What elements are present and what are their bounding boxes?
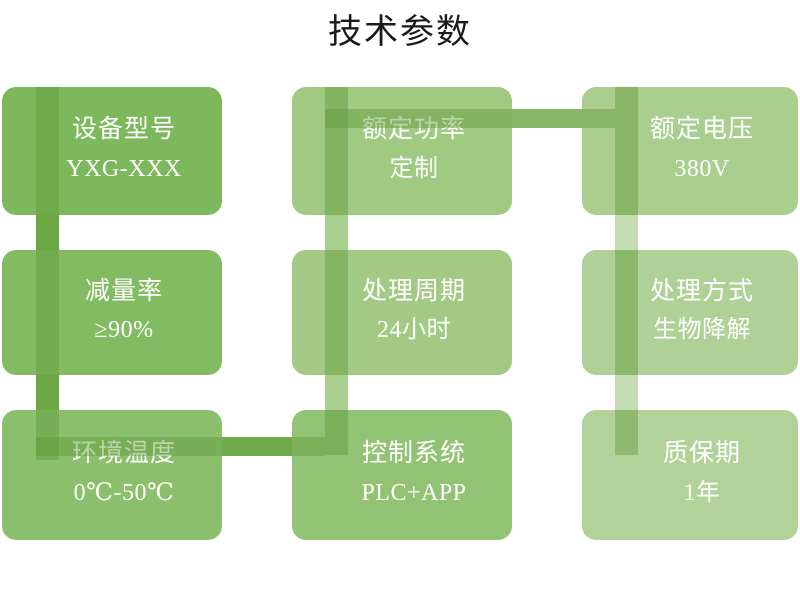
card-value: PLC+APP xyxy=(361,479,467,506)
connector-v-col2-row1-row2 xyxy=(325,205,348,260)
card-treatment-cycle[interactable]: 处理周期 24小时 xyxy=(292,250,512,375)
card-body: 额定电压 380V xyxy=(582,87,798,215)
card-body: 设备型号 YXG-XXX xyxy=(2,87,222,215)
card-value: 定制 xyxy=(389,155,439,182)
connector-v-col3-row2-row3 xyxy=(615,368,638,418)
connector-v-col2-row2-row3 xyxy=(325,368,348,418)
card-device-model[interactable]: 设备型号 YXG-XXX xyxy=(2,87,222,215)
card-value: 0℃-50℃ xyxy=(73,479,175,506)
card-body: 处理方式生物降解 xyxy=(582,250,798,375)
card-value: 380V xyxy=(674,155,730,182)
card-label: 处理周期 xyxy=(361,275,466,305)
card-body: 额定功率定制 xyxy=(292,87,512,215)
card-body: 质保期 1年 xyxy=(582,410,798,540)
card-label: 处理方式 xyxy=(649,275,754,305)
card-label: 质保期 xyxy=(662,438,741,468)
card-reduction-rate[interactable]: 减量率 ≥90% xyxy=(2,250,222,375)
card-value: 1年 xyxy=(683,479,721,506)
card-body: 处理周期 24小时 xyxy=(292,250,512,375)
card-ambient-temp[interactable]: 环境温度 0℃-50℃ xyxy=(2,410,222,540)
page-title: 技术参数 xyxy=(328,12,472,52)
connector-v-col1-row2-row3 xyxy=(36,368,59,418)
card-treatment-method[interactable]: 处理方式生物降解 xyxy=(582,250,798,375)
card-body: 减量率 ≥90% xyxy=(2,250,222,375)
card-label: 额定功率 xyxy=(361,114,466,144)
connector-h-row3-card1-card2 xyxy=(215,437,299,456)
card-rated-voltage[interactable]: 额定电压 380V xyxy=(582,87,798,215)
card-body: 控制系统 PLC+APP xyxy=(292,410,512,540)
card-warranty-period[interactable]: 质保期 1年 xyxy=(582,410,798,540)
connector-v-col3-row1-row2 xyxy=(615,205,638,260)
card-label: 减量率 xyxy=(84,275,163,305)
card-label: 额定电压 xyxy=(649,114,754,144)
card-body: 环境温度 0℃-50℃ xyxy=(2,410,222,540)
card-label: 设备型号 xyxy=(71,114,176,144)
card-value: 24小时 xyxy=(377,317,451,344)
card-label: 控制系统 xyxy=(361,438,466,468)
card-value: 生物降解 xyxy=(653,317,751,344)
card-control-system[interactable]: 控制系统 PLC+APP xyxy=(292,410,512,540)
connector-h-row1-card2-card3 xyxy=(505,109,589,128)
connector-v-col1-row1-row2 xyxy=(36,205,59,260)
card-value: YXG-XXX xyxy=(66,155,182,182)
card-value: ≥90% xyxy=(94,317,154,344)
card-rated-power[interactable]: 额定功率定制 xyxy=(292,87,512,215)
card-label: 环境温度 xyxy=(71,438,176,468)
